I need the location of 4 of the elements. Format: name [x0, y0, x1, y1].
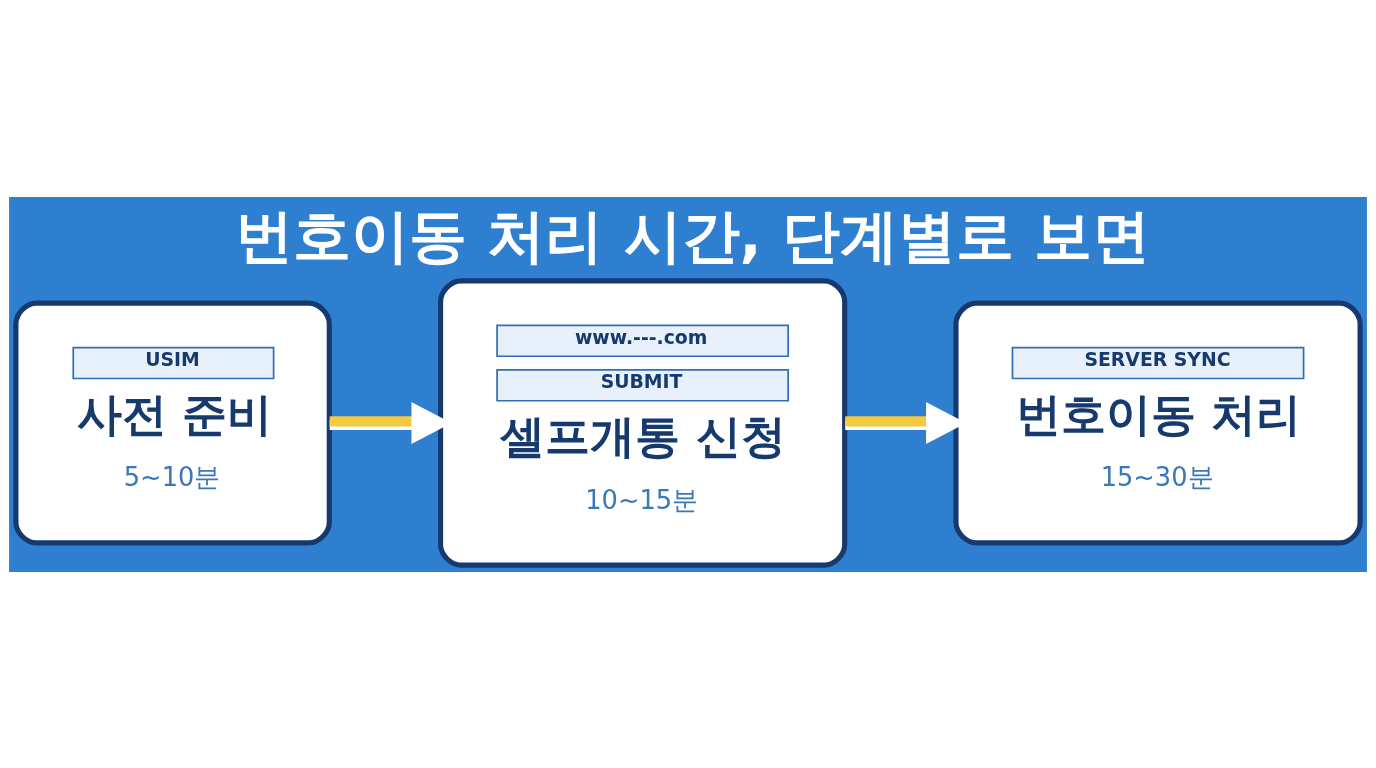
- node-box: SERVER SYNC 번호이동 처리 15~30분: [953, 300, 1363, 545]
- diagram-title: 번호이동 처리 시간, 단계별로 보면: [235, 201, 1151, 270]
- node-box: USIM 사전 준비 5~10분: [13, 300, 332, 545]
- node-box: www.---.com SUBMIT 셀프개통 신청 10~15분: [438, 277, 848, 568]
